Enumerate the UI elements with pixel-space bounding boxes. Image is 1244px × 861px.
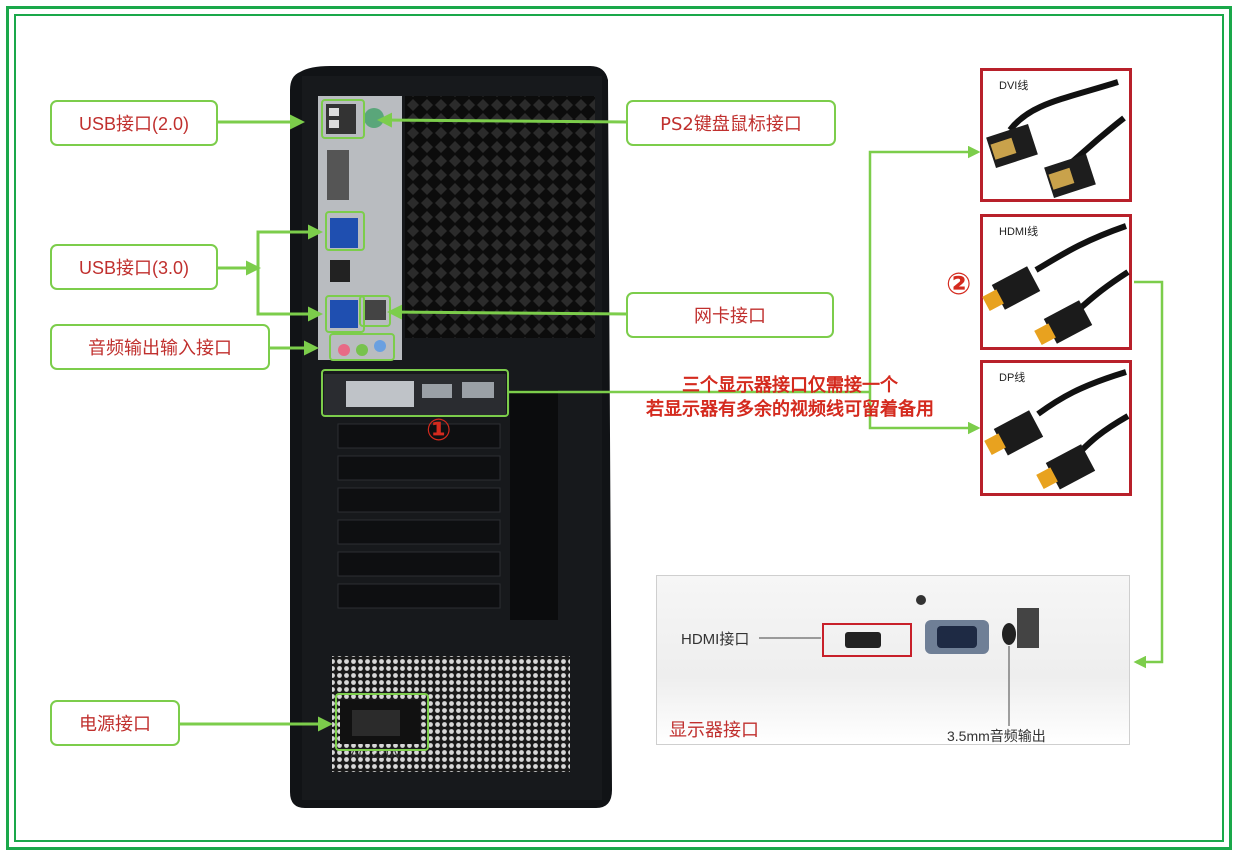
dvi-port [346,381,414,407]
monitor-audio-label: 3.5mm音频输出 [947,728,1046,744]
dvi-cable-box: DVI线 [980,68,1132,202]
dp-port [462,382,494,398]
label-arrows [178,112,629,732]
expansion-slots [337,423,501,609]
dp-cable-box: DP线 [980,360,1132,496]
dp-cable-caption: DP线 [999,372,1026,384]
monitor-ports-graphic [759,595,1039,726]
outer-frame [6,6,1232,850]
display-note-line2: 若显示器有多余的视频线可留着备用 [646,399,934,420]
psu-voltage-text: AC 220V [350,746,402,761]
monitor-audio-jack [1002,623,1016,645]
hdmi-cable-caption: HDMI线 [999,226,1039,238]
case-fan-grill [405,96,595,338]
monitor-ports-panel: HDMI接口 显示器接口 3.5mm音频输出 [656,575,1130,745]
usb3-label: USB接口(3.0) [50,244,218,290]
marker-2: ② [946,267,972,302]
monitor-panel-title: 显示器接口 [669,720,759,740]
monitor-hdmi-port [845,632,881,648]
pc-case: AC 220V [290,66,612,808]
display-note-line1: 三个显示器接口仅需接一个 [682,375,898,396]
hdmi-port [422,384,452,398]
inner-frame [14,14,1224,842]
lan-label: 网卡接口 [626,292,834,338]
audio-label: 音频输出输入接口 [50,324,270,370]
cable-connectors [508,145,1164,669]
ps2-label: PS2键盘鼠标接口 [626,100,836,146]
display-note: 三个显示器接口仅需接一个 若显示器有多余的视频线可留着备用 [600,374,980,422]
dvi-cable-caption: DVI线 [999,80,1029,92]
monitor-hdmi-label: HDMI接口 [681,631,750,648]
power-label: 电源接口 [50,700,180,746]
marker-1: ① [426,413,452,448]
monitor-power-port [1017,608,1039,648]
hdmi-port-highlight [822,623,912,657]
usb2-label: USB接口(2.0) [50,100,218,146]
hdmi-cable-box: HDMI线 [980,214,1132,350]
